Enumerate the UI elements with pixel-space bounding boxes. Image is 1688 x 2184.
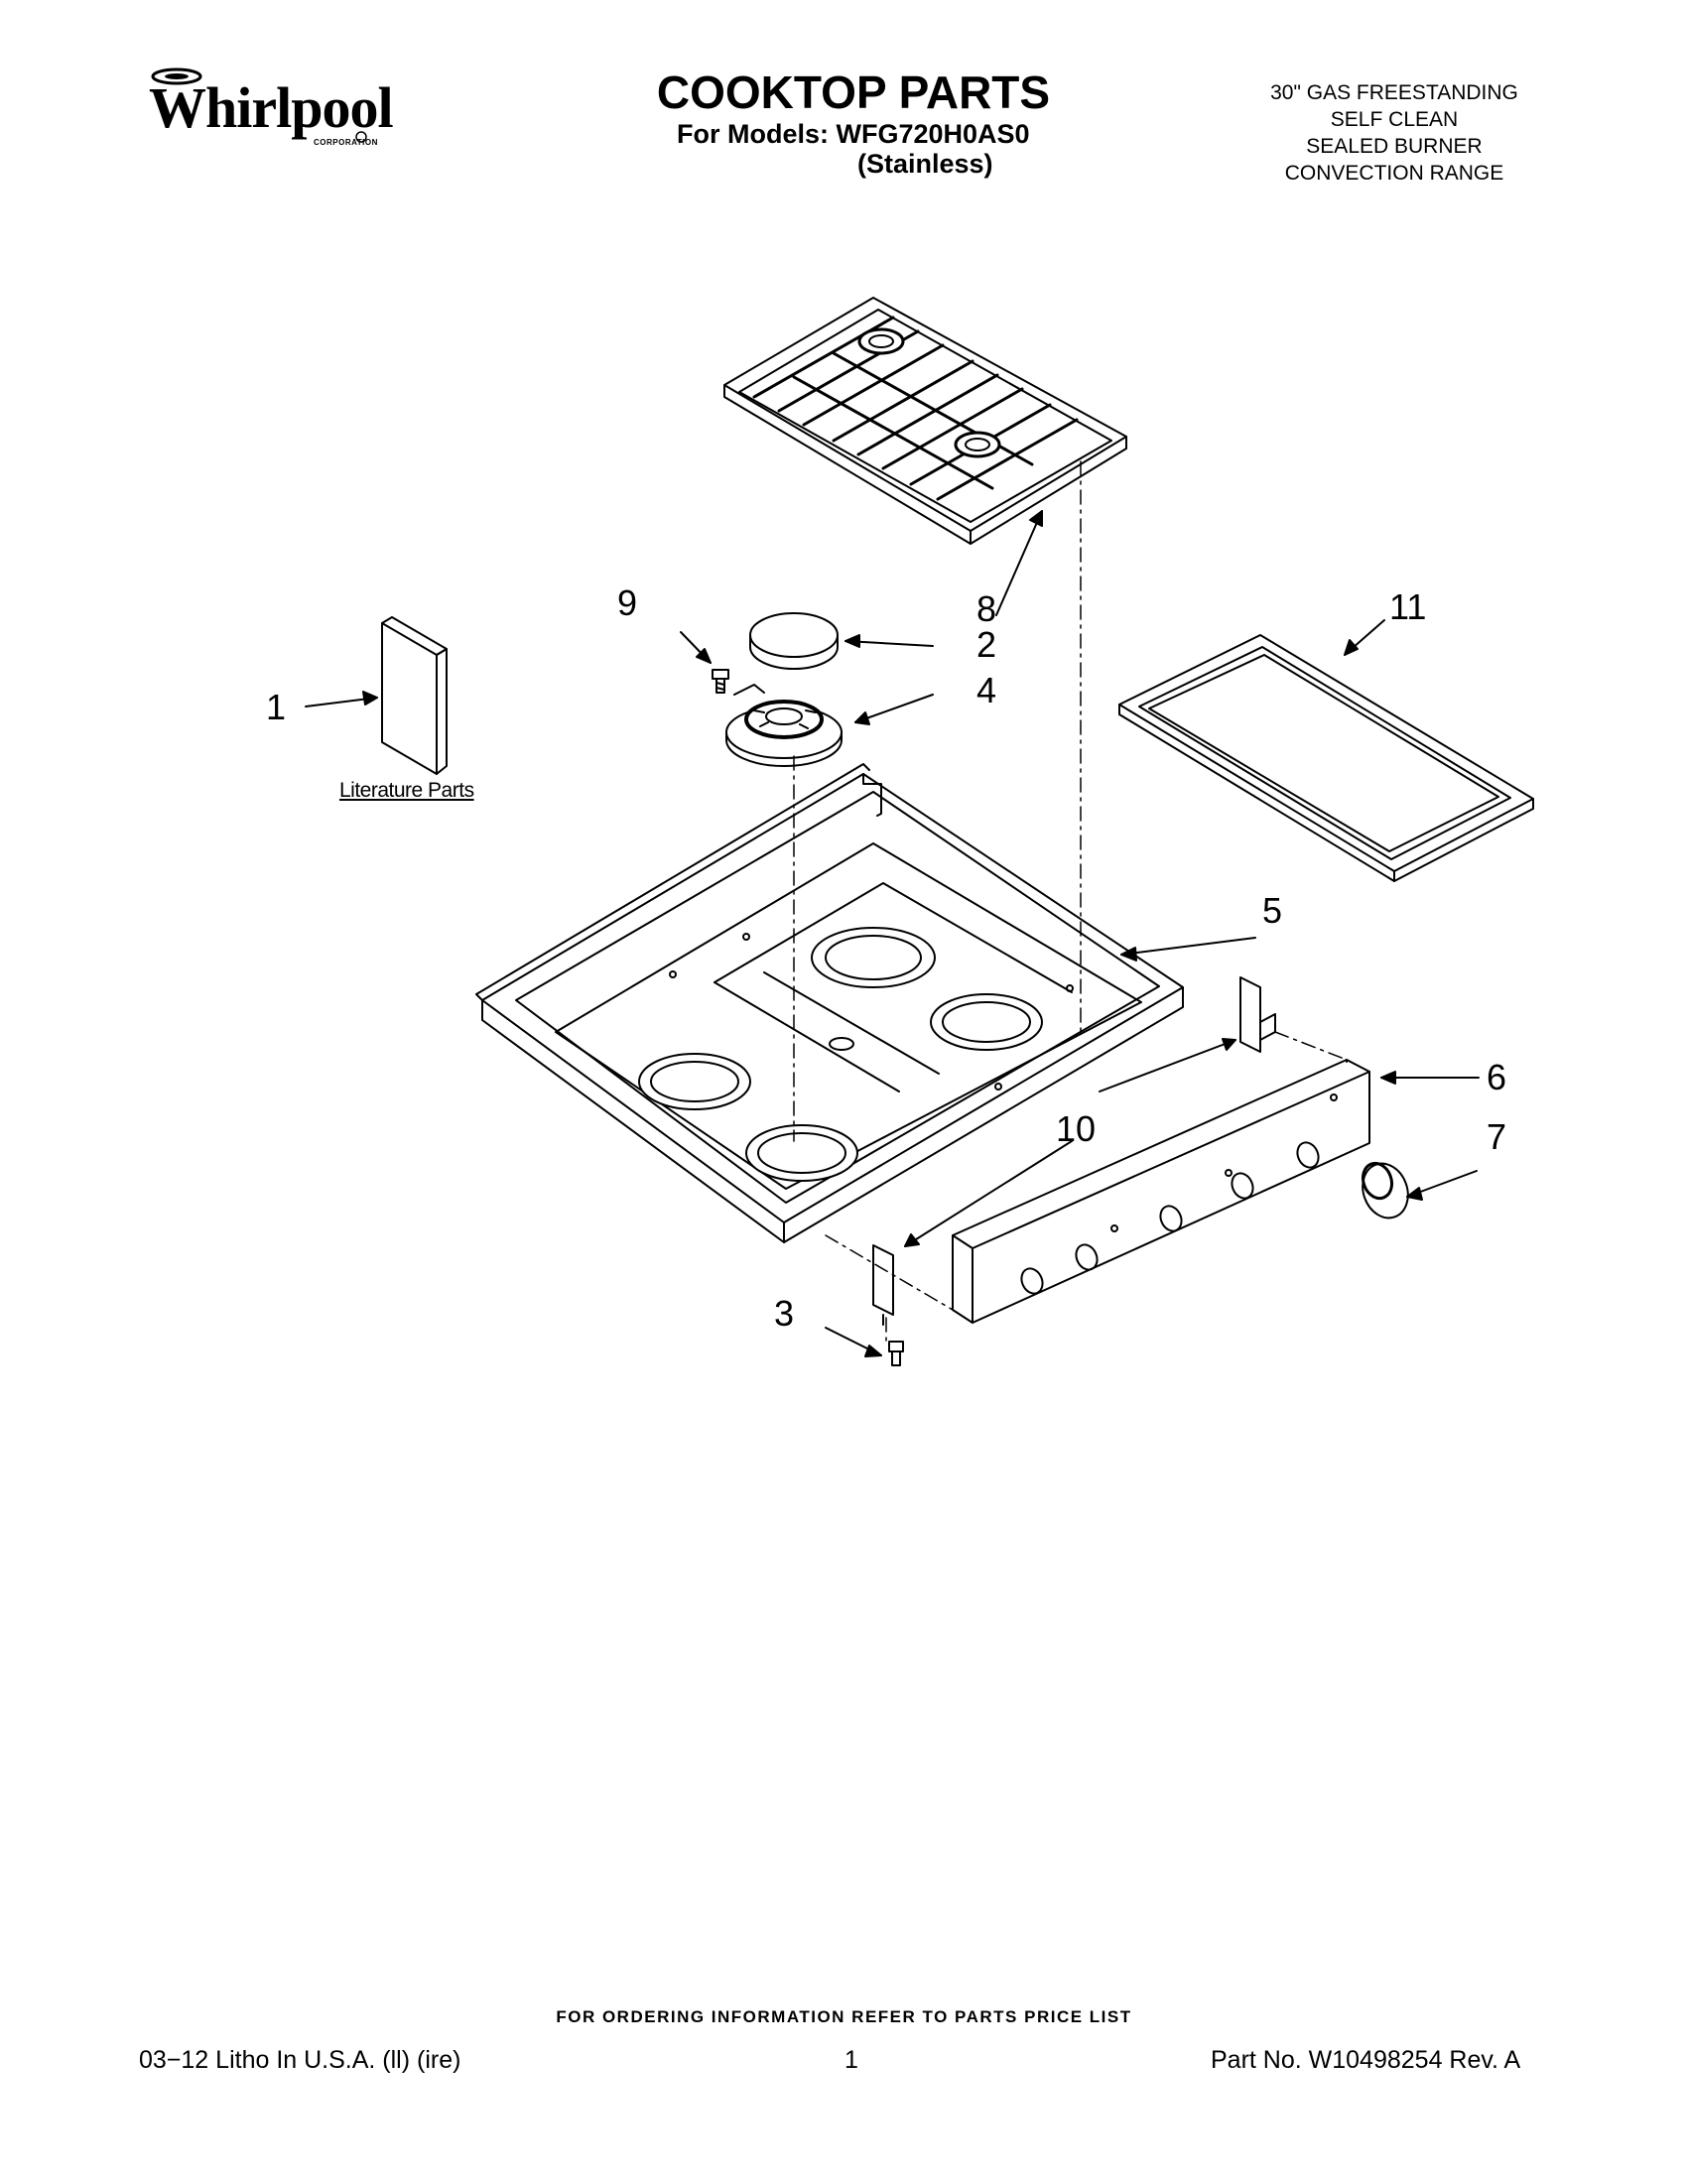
brand-name: Whirlpool bbox=[149, 75, 394, 140]
burner-base bbox=[725, 700, 843, 767]
manifold-bracket-left bbox=[872, 1244, 894, 1326]
whirlpool-logo: Whirlpool CORPORATION bbox=[137, 65, 395, 157]
burner-cap bbox=[749, 612, 839, 670]
callout-5: 5 bbox=[1262, 890, 1283, 931]
bracket-screw bbox=[888, 1341, 904, 1366]
leader-arrows bbox=[305, 510, 1480, 1357]
callout-3: 3 bbox=[774, 1293, 795, 1334]
page-number: 1 bbox=[844, 2046, 858, 2074]
literature-booklet bbox=[381, 616, 448, 775]
part-number: Part No. W10498254 Rev. A bbox=[1211, 2046, 1521, 2074]
brand-subtitle: CORPORATION bbox=[314, 138, 378, 147]
callout-1: 1 bbox=[266, 687, 287, 727]
callout-10: 10 bbox=[1056, 1108, 1097, 1149]
logo-swirl-icon bbox=[151, 67, 367, 143]
callout-7: 7 bbox=[1487, 1116, 1507, 1157]
callout-9: 9 bbox=[617, 582, 638, 623]
product-description: 30" GAS FREESTANDING SELF CLEAN SEALED B… bbox=[1196, 79, 1593, 187]
callout-6: 6 bbox=[1487, 1057, 1507, 1097]
literature-parts-label: Literature Parts bbox=[339, 779, 474, 802]
callout-11: 11 bbox=[1389, 586, 1427, 627]
manifold-bracket-right bbox=[1239, 976, 1276, 1053]
callout-8: 8 bbox=[976, 588, 997, 629]
control-knob bbox=[1361, 1161, 1409, 1220]
model-color: (Stainless) bbox=[857, 149, 993, 179]
assembly-lines bbox=[793, 460, 1348, 1343]
callout-2: 2 bbox=[976, 624, 997, 665]
model-number: For Models: WFG720H0AS0 bbox=[677, 119, 1030, 149]
cooktop-main-top bbox=[475, 763, 1184, 1243]
callout-4: 4 bbox=[976, 670, 997, 710]
ordering-note: FOR ORDERING INFORMATION REFER TO PARTS … bbox=[556, 2007, 1132, 2026]
griddle bbox=[1118, 634, 1534, 882]
manifold-panel bbox=[952, 1059, 1370, 1324]
description-line: 30" GAS FREESTANDING bbox=[1270, 81, 1518, 104]
description-line: SELF CLEAN bbox=[1330, 108, 1459, 131]
page-title: COOKTOP PARTS bbox=[656, 66, 1051, 118]
description-line: CONVECTION RANGE bbox=[1284, 162, 1504, 185]
litho-info: 03−12 Litho In U.S.A. (ll) (ire) bbox=[139, 2046, 461, 2074]
burner-screw bbox=[712, 669, 765, 696]
description-line: SEALED BURNER bbox=[1306, 135, 1483, 158]
burner-grate bbox=[723, 297, 1127, 545]
